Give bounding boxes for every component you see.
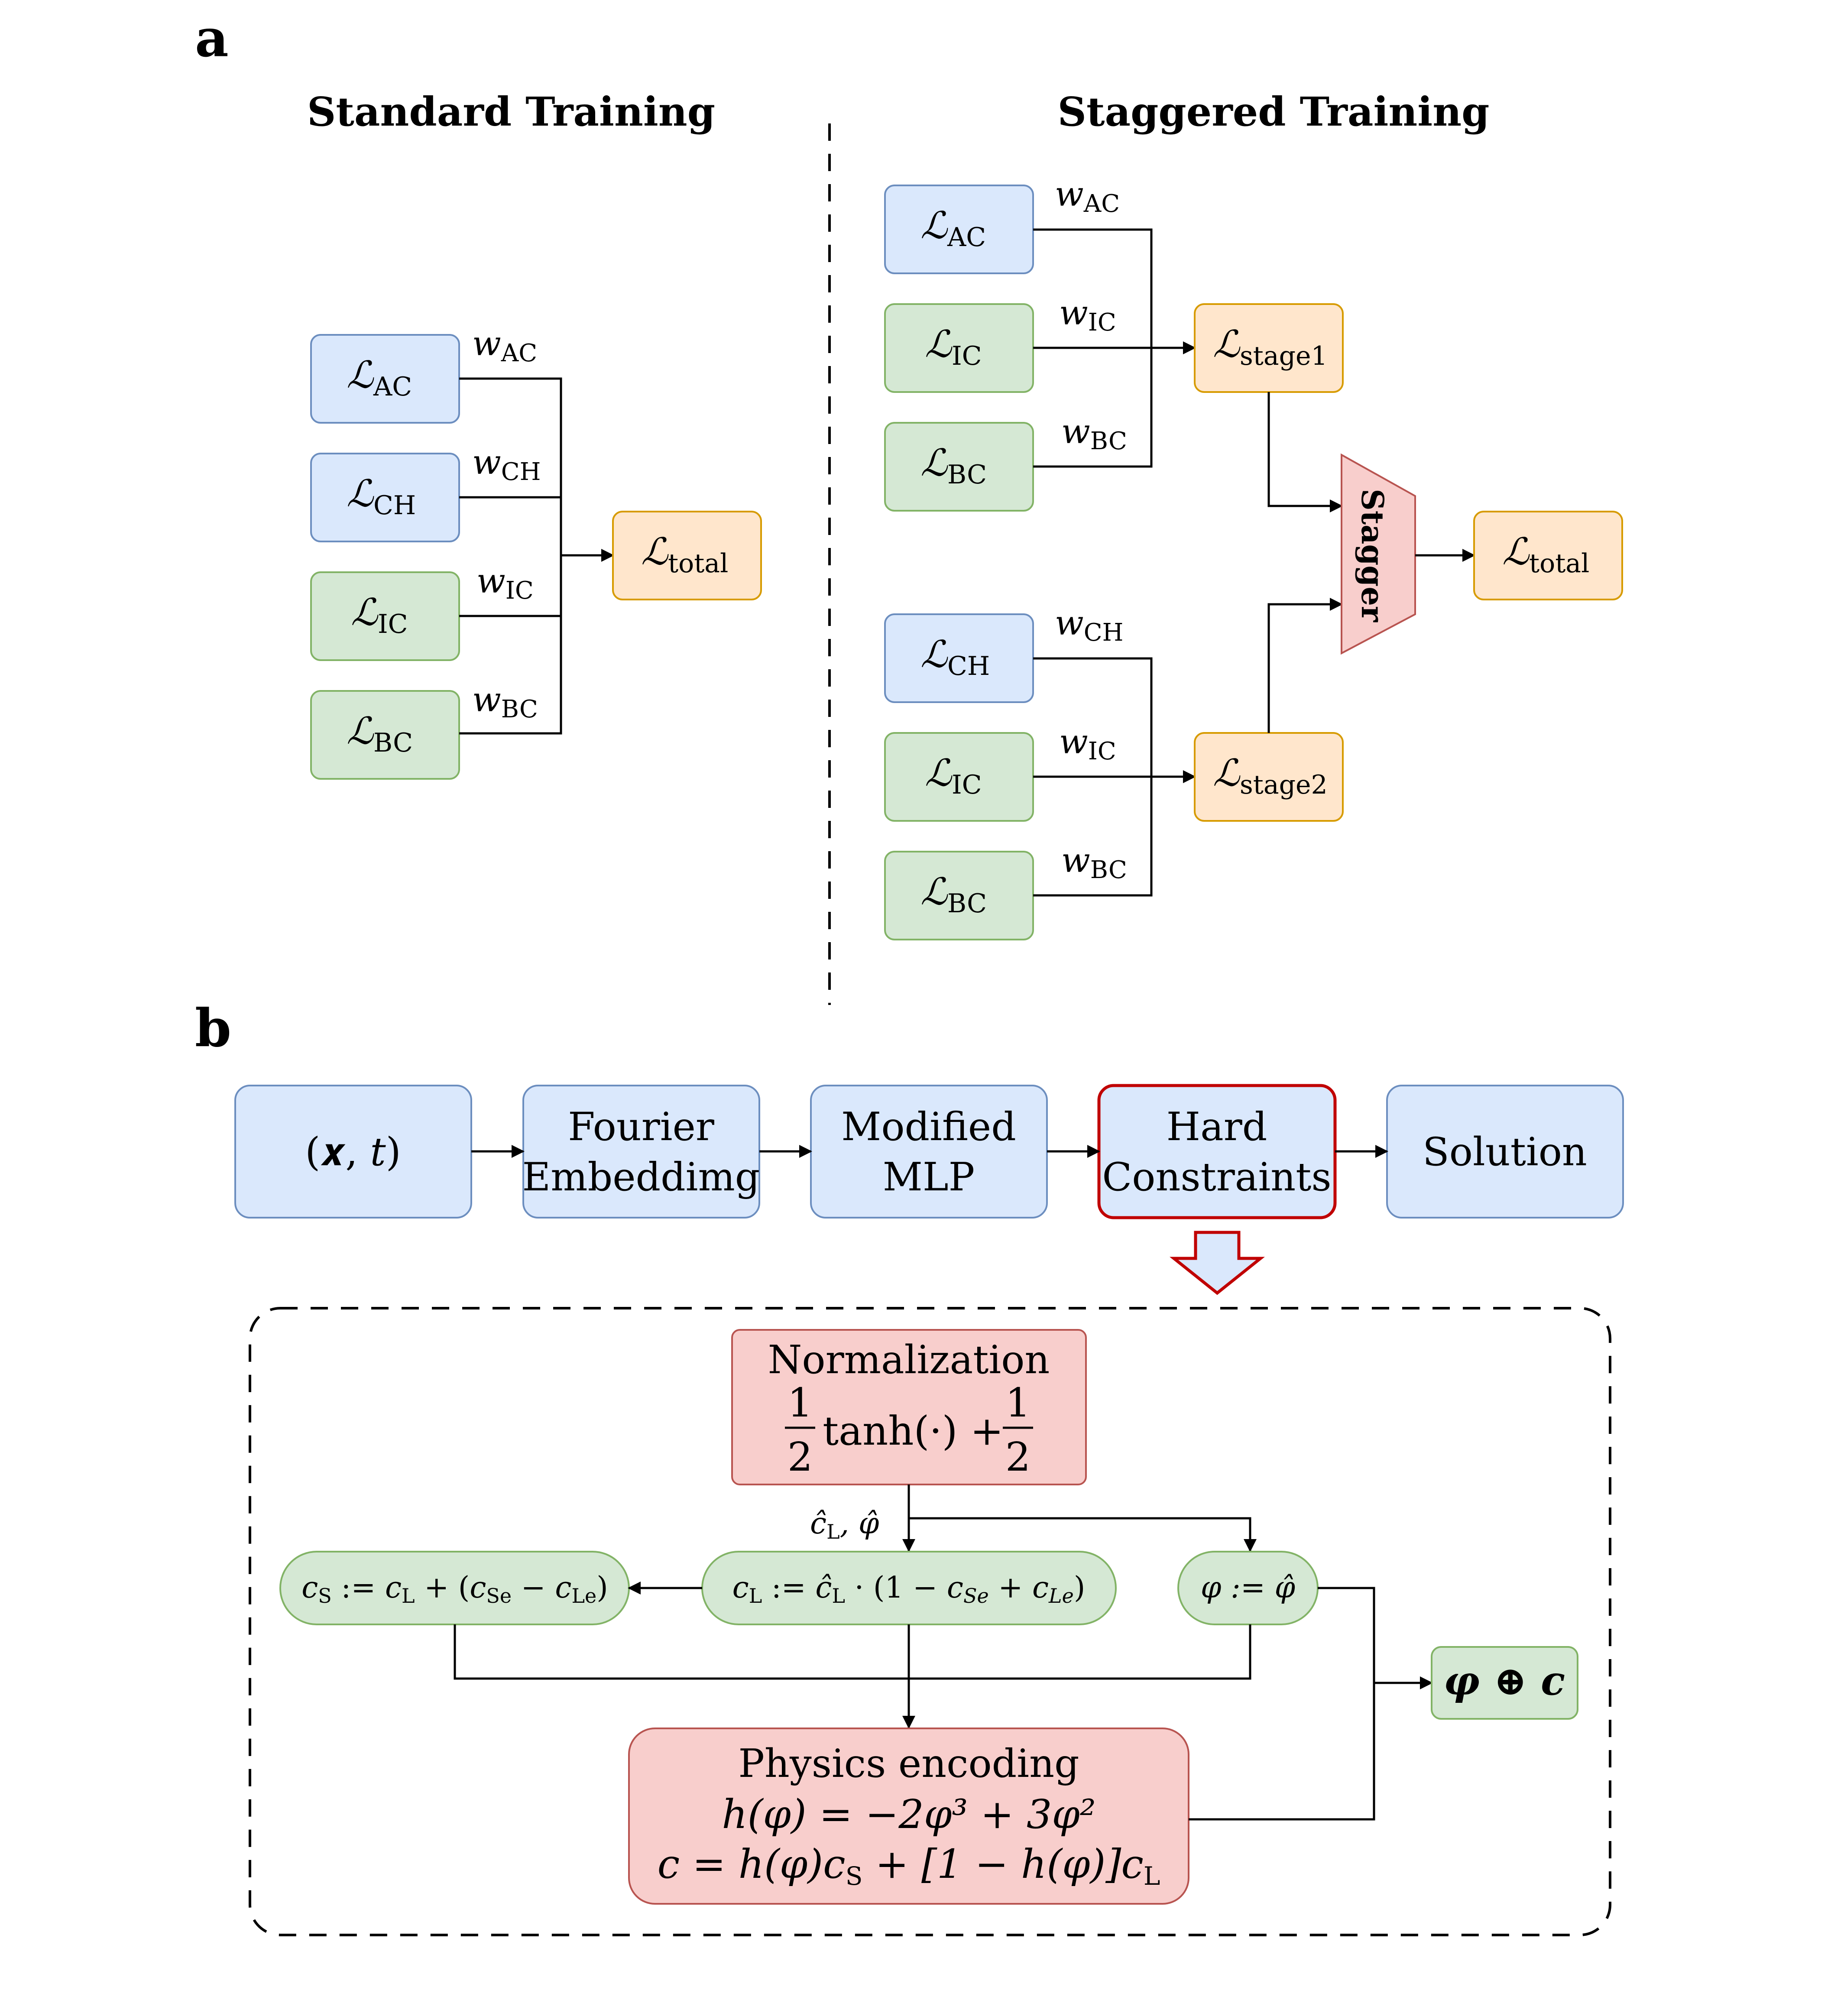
stg-loss-bc-2: ℒBC: [884, 851, 1034, 940]
svg-text:2: 2: [1005, 1434, 1031, 1480]
pipeline-hard-constraints: Hard Constraints: [1097, 1084, 1337, 1219]
panel-a-label: a: [195, 8, 229, 69]
svg-text:ℒAC: ℒAC: [920, 204, 986, 253]
expand-down-arrow-icon: [1170, 1231, 1265, 1295]
stg-loss-total: ℒtotal: [1473, 511, 1623, 600]
svg-text:Stagger: Stagger: [1355, 489, 1390, 622]
stg-weight-ic-2: wIC: [1059, 723, 1116, 765]
svg-text:Physics encoding: Physics encoding: [738, 1741, 1079, 1786]
svg-text:ℒIC: ℒIC: [925, 323, 982, 371]
std-loss-total: ℒtotal: [612, 511, 762, 600]
svg-text:ℒtotal: ℒtotal: [1502, 530, 1589, 579]
physics-encoding-box: Physics encoding h(φ) = −2φ³ + 3φ² c = h…: [628, 1728, 1189, 1905]
std-weight-ic: wIC: [476, 562, 534, 605]
normalization-box: Normalization 1 2 tanh(·) + 1 2: [731, 1329, 1087, 1485]
stg-loss-ac: ℒAC: [884, 185, 1034, 274]
to-output-connector: [1189, 1587, 1375, 1821]
cs-phi-to-physics-connector: [454, 1624, 1251, 1680]
cl-equation-box: cL := ĉL · (1 − cSe + cLe): [701, 1551, 1117, 1625]
stage1-to-stagger-arrow: [1267, 392, 1343, 512]
hard-constraints-detail-frame: [249, 1307, 1611, 1936]
stg-loss-bc-1: ℒBC: [884, 422, 1034, 512]
svg-text:ℒIC: ℒIC: [351, 591, 408, 639]
svg-text:ℒAC: ℒAC: [347, 353, 412, 402]
svg-text:Constraints: Constraints: [1102, 1154, 1331, 1200]
std-weight-ch: wCH: [472, 443, 541, 486]
svg-text:h(φ) = −2φ³ + 3φ²: h(φ) = −2φ³ + 3φ²: [722, 1791, 1095, 1838]
stg-loss-ic-1: ℒIC: [884, 303, 1034, 393]
stage2-to-stagger-arrow: [1267, 598, 1343, 733]
svg-text:ℒBC: ℒBC: [920, 441, 987, 490]
stg-weight-bc-1: wBC: [1061, 412, 1127, 455]
stg-loss-stage2: ℒstage2: [1194, 732, 1344, 822]
pipeline-solution: Solution: [1386, 1085, 1624, 1219]
svg-text:ℒCH: ℒCH: [347, 472, 416, 521]
stg-loss-stage1: ℒstage1: [1194, 303, 1344, 393]
stg-weight-ac: wAC: [1055, 175, 1120, 218]
svg-text:1: 1: [788, 1380, 813, 1426]
svg-text:(𝒙, 𝑡): (𝒙, 𝑡): [305, 1129, 401, 1175]
std-weight-bc: wBC: [472, 681, 538, 723]
svg-text:Embeddimg: Embeddimg: [522, 1154, 760, 1200]
svg-text:1: 1: [1005, 1380, 1031, 1426]
svg-text:ℒstage2: ℒstage2: [1213, 752, 1328, 800]
std-loss-ch: ℒCH: [310, 453, 460, 542]
staggered-training-title: Staggered Training: [1058, 88, 1490, 135]
svg-text:2: 2: [788, 1434, 813, 1480]
std-loss-ac: ℒAC: [310, 334, 460, 424]
svg-text:cS := cL + (cSe − cLe): cS := cL + (cSe − cLe): [301, 1571, 608, 1608]
svg-text:ℒIC: ℒIC: [925, 752, 982, 800]
std-weight-ac: wAC: [472, 324, 537, 367]
svg-text:ℒBC: ℒBC: [347, 710, 413, 758]
svg-text:ℒtotal: ℒtotal: [641, 530, 728, 579]
stagger-block: Stagger: [1341, 453, 1416, 655]
svg-text:Hard: Hard: [1167, 1104, 1267, 1150]
svg-text:φ := φ̂: φ := φ̂: [1201, 1571, 1296, 1605]
stg-weight-ch: wCH: [1055, 604, 1123, 647]
svg-text:Modified: Modified: [841, 1104, 1016, 1150]
pipeline-modified-mlp: Modified MLP: [810, 1085, 1048, 1219]
cs-equation-box: cS := cL + (cSe − cLe): [279, 1551, 630, 1625]
stg-weight-ic-1: wIC: [1059, 294, 1116, 337]
stg-loss-ic-2: ℒIC: [884, 732, 1034, 822]
svg-text:ℒstage1: ℒstage1: [1213, 323, 1328, 371]
pipeline-input: (𝒙, 𝑡): [234, 1085, 472, 1219]
norm-to-phi-arrow: [909, 1517, 1257, 1552]
std-loss-bc: ℒBC: [310, 690, 460, 780]
svg-text:ℒBC: ℒBC: [920, 870, 987, 919]
svg-text:MLP: MLP: [883, 1154, 975, 1200]
svg-text:Fourier: Fourier: [568, 1104, 715, 1150]
svg-text:ℒCH: ℒCH: [920, 633, 990, 681]
pipeline-fourier-embedding: Fourier Embeddimg: [522, 1085, 760, 1219]
svg-text:tanh(·) +: tanh(·) +: [823, 1408, 1004, 1454]
norm-output-label: ĉL, φ̂: [810, 1507, 879, 1543]
svg-text:cL := ĉL · (1 − cSe + cLe): cL := ĉL · (1 − cSe + cLe): [732, 1571, 1086, 1608]
panel-b-label: b: [195, 998, 231, 1059]
stg-weight-bc-2: wBC: [1061, 841, 1127, 884]
phi-equation-box: φ := φ̂: [1177, 1551, 1319, 1625]
std-loss-ic: ℒIC: [310, 571, 460, 661]
phi-oplus-c-box: φ ⊕ c: [1431, 1646, 1578, 1720]
svg-text:Normalization: Normalization: [768, 1337, 1050, 1383]
stg-loss-ch: ℒCH: [884, 613, 1034, 703]
svg-text:φ ⊕ c: φ ⊕ c: [1444, 1657, 1565, 1704]
svg-text:Solution: Solution: [1423, 1129, 1587, 1175]
standard-training-title: Standard Training: [307, 88, 715, 135]
svg-text:c = h(φ)cS + [1 − h(φ)]cL: c = h(φ)cS + [1 − h(φ)]cL: [658, 1841, 1160, 1891]
